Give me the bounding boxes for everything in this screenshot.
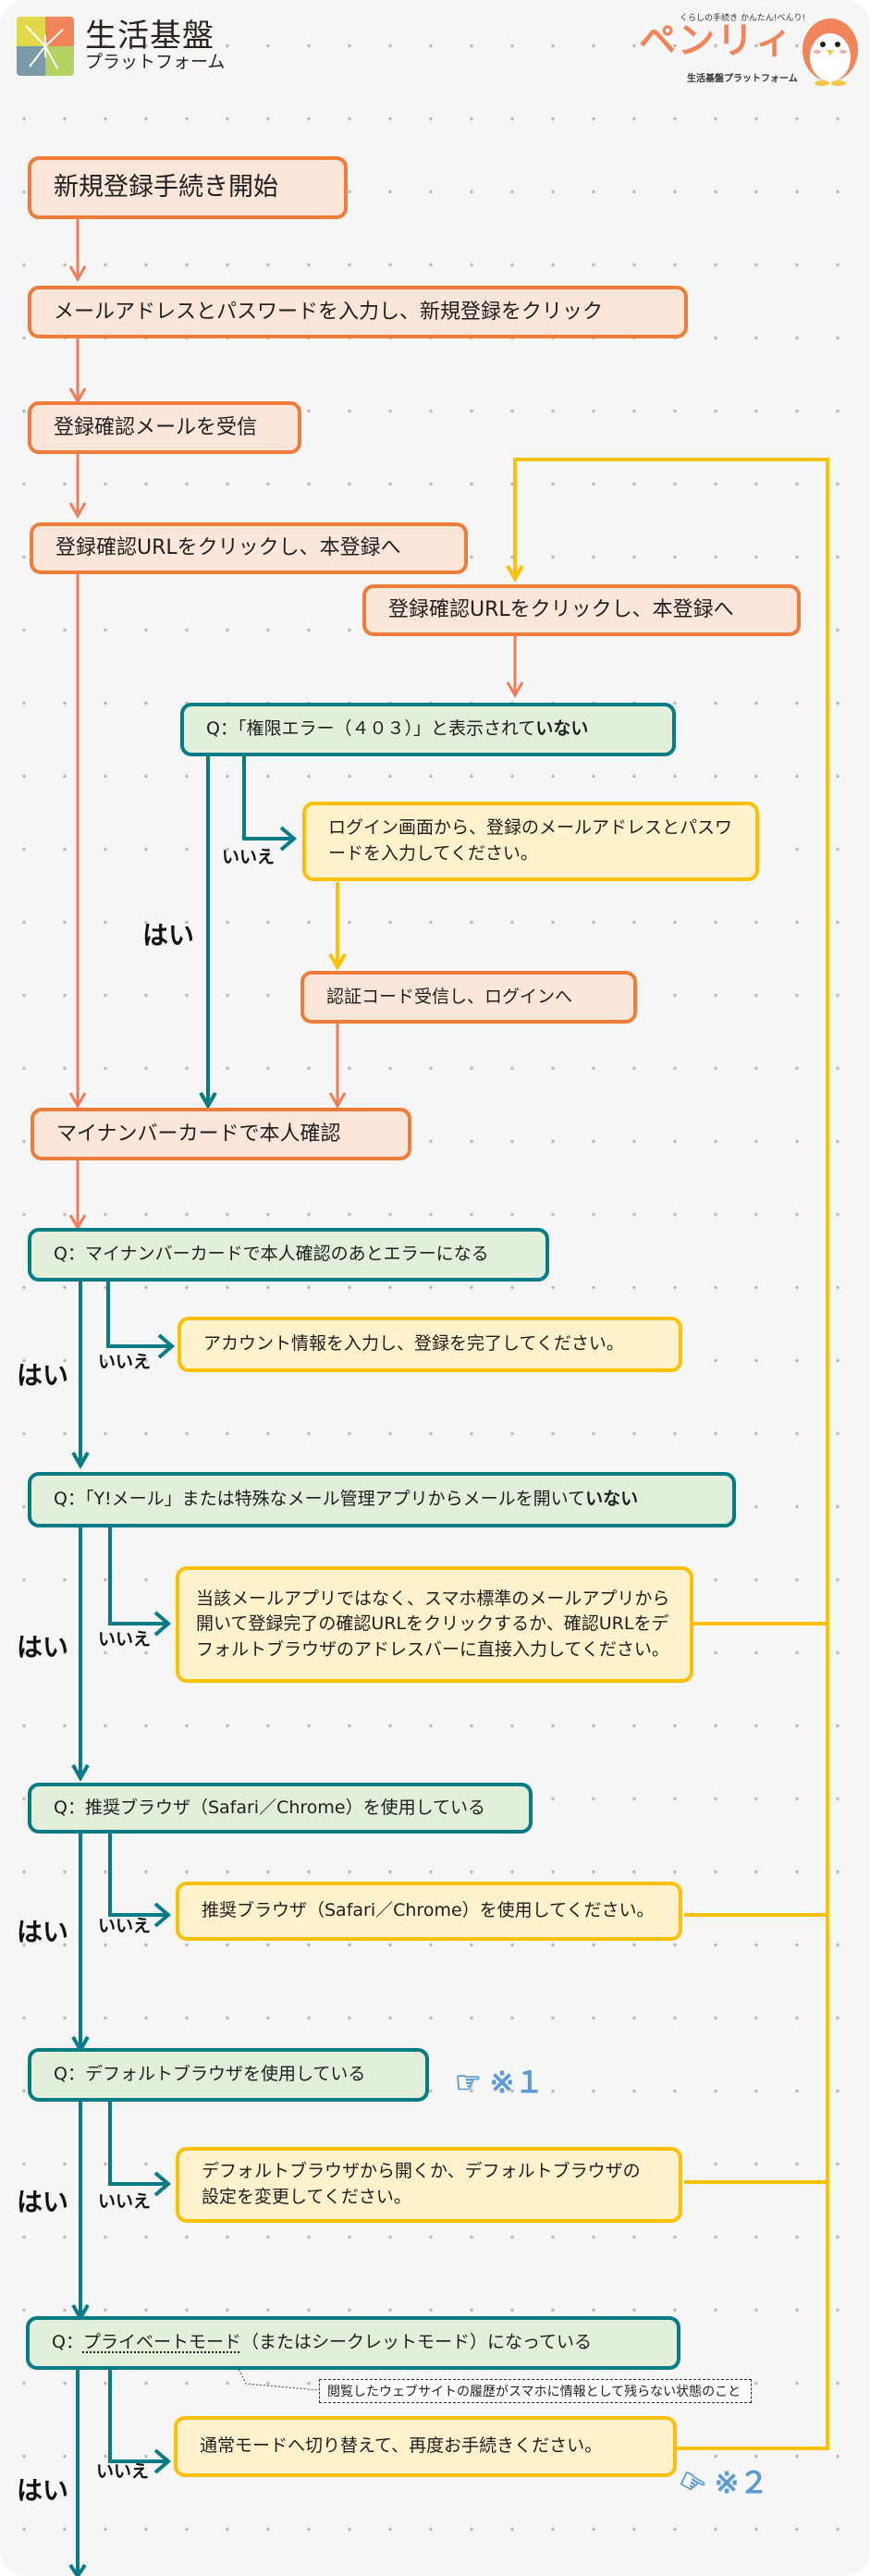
note-2-label: ※２ [714, 2466, 769, 2499]
private-mode-tooltip: 閲覧したウェブサイトの履歴がスマホに情報として残らない状態のこと [319, 2379, 752, 2403]
step-receive-email: 登録確認メールを受信 [28, 401, 301, 454]
penrii-tagline: くらしの手続き かんたん!べんり! [680, 14, 806, 23]
note-1-label: ※１ [489, 2066, 545, 2099]
answer-login-screen: ログイン画面から、登録のメールアドレスとパスワードを入力してください。 [302, 802, 759, 881]
no-label: いいえ [98, 1629, 152, 1650]
no-label: いいえ [98, 2191, 152, 2212]
pointing-hand-icon: ☞ [455, 2066, 482, 2099]
question-mynumber-label: Q：マイナンバーカードで本人確認のあとエラーになる [54, 1244, 489, 1265]
private-mode-term[interactable]: プライベートモード [82, 2332, 241, 2353]
yes-label: はい [17, 1917, 69, 1947]
step-start: 新規登録手続き開始 [28, 156, 348, 219]
step-auth-code-label: 認証コード受信し、ログインへ [326, 986, 573, 1007]
retry-loop-lines [328, 458, 829, 2450]
question-recommended-browser: Q：推奨ブラウザ（Safari／Chrome）を使用している [28, 1783, 533, 1834]
step-click-url: 登録確認URLをクリックし、本登録へ [30, 522, 468, 574]
penrii-name: ペンリィ [639, 19, 794, 62]
penrii-logo: くらしの手続き かんたん!べんり! ペンリィ 生活基盤プラットフォーム [633, 9, 864, 88]
question-403-error: Q：「権限エラー（４０３）」と表示されていない [180, 703, 676, 756]
no-label: いいえ [222, 847, 276, 867]
penguin-mascot-icon [803, 18, 858, 86]
yes-label: はい [17, 1360, 69, 1391]
answer-standard-mail-app: 当該メールアプリではなく、スマホ標準のメールアプリから開いて登録完了の確認URL… [176, 1566, 693, 1683]
platform-logo-subtitle: プラットフォーム [85, 51, 226, 72]
question-browser-label: Q：推奨ブラウザ（Safari／Chrome）を使用している [54, 1797, 486, 1818]
process-flow-lines [68, 218, 524, 1232]
platform-logo: 生活基盤 プラットフォーム [17, 17, 225, 76]
answer-account-info: アカウント情報を入力し、登録を完了してください。 [178, 1317, 682, 1372]
yes-label: はい [17, 2475, 69, 2506]
answer-change-default-browser: デフォルトブラウザから開くか、デフォルトブラウザの設定を変更してください。 [176, 2147, 682, 2223]
step-start-label: 新規登録手続き開始 [54, 173, 278, 202]
step-input-label: メールアドレスとパスワードを入力し、新規登録をクリック [54, 300, 604, 324]
answer-switch-normal-mode: 通常モードへ切り替えて、再度お手続きください。 [174, 2416, 677, 2477]
yes-label: はい [17, 1632, 69, 1662]
note-1: ☞ ※１ [455, 2059, 544, 2102]
step-click-url-retry-label: 登録確認URLをクリックし、本登録へ [388, 598, 734, 622]
step-mynumber-label: マイナンバーカードで本人確認 [56, 1122, 341, 1146]
no-label: いいえ [98, 1352, 152, 1372]
question-mail-app-label: Q：「Y!メール」または特殊なメール管理アプリからメールを開いていない [54, 1489, 639, 1510]
decision-lines [68, 755, 298, 2576]
step-auth-code: 認証コード受信し、ログインへ [300, 971, 637, 1024]
platform-logo-mark [17, 17, 74, 76]
no-label: いいえ [96, 2461, 150, 2482]
question-default-browser-label: Q：デフォルトブラウザを使用している [54, 2064, 366, 2085]
penrii-subtitle: 生活基盤プラットフォーム [687, 74, 798, 84]
step-mynumber-verify: マイナンバーカードで本人確認 [31, 1108, 411, 1160]
platform-logo-title: 生活基盤 [85, 17, 214, 55]
no-label: いいえ [98, 1916, 152, 1936]
answer-login-label: ログイン画面から、登録のメールアドレスとパスワードを入力してください。 [328, 817, 733, 864]
answer-standard-mail-label: 当該メールアプリではなく、スマホ標準のメールアプリから開いて登録完了の確認URL… [196, 1588, 670, 1660]
question-mynumber-error: Q：マイナンバーカードで本人確認のあとエラーになる [28, 1228, 549, 1282]
question-403-label: Q：「権限エラー（４０３）」と表示されていない [206, 718, 589, 740]
private-mode-tooltip-text: 閲覧したウェブサイトの履歴がスマホに情報として残らない状態のこと [327, 2385, 741, 2399]
answer-normal-mode-label: 通常モードへ切り替えて、再度お手続きください。 [200, 2435, 603, 2457]
step-click-url-label: 登録確認URLをクリックし、本登録へ [55, 536, 401, 560]
answer-account-label: アカウント情報を入力し、登録を完了してください。 [203, 1333, 624, 1355]
question-default-browser: Q：デフォルトブラウザを使用している [28, 2048, 429, 2102]
answer-use-recommended-browser: 推奨ブラウザ（Safari／Chrome）を使用してください。 [176, 1882, 682, 1941]
step-input-credentials: メールアドレスとパスワードを入力し、新規登録をクリック [28, 286, 688, 338]
answer-browser-label: 推奨ブラウザ（Safari／Chrome）を使用してください。 [202, 1900, 655, 1921]
question-private-mode: Q：プライベートモード（またはシークレットモード）になっている [26, 2316, 680, 2370]
step-receive-label: 登録確認メールを受信 [54, 415, 258, 439]
yes-label: はい [142, 920, 195, 951]
question-mail-app: Q：「Y!メール」または特殊なメール管理アプリからメールを開いていない [28, 1472, 736, 1527]
answer-default-browser-label: デフォルトブラウザから開くか、デフォルトブラウザの設定を変更してください。 [202, 2161, 641, 2207]
note-2: ☞ ※２ [673, 2459, 769, 2504]
step-click-url-retry: 登録確認URLをクリックし、本登録へ [362, 584, 801, 636]
question-private-mode-label: Q：プライベートモード（またはシークレットモード）になっている [52, 2332, 593, 2353]
yes-label: はい [17, 2187, 69, 2217]
